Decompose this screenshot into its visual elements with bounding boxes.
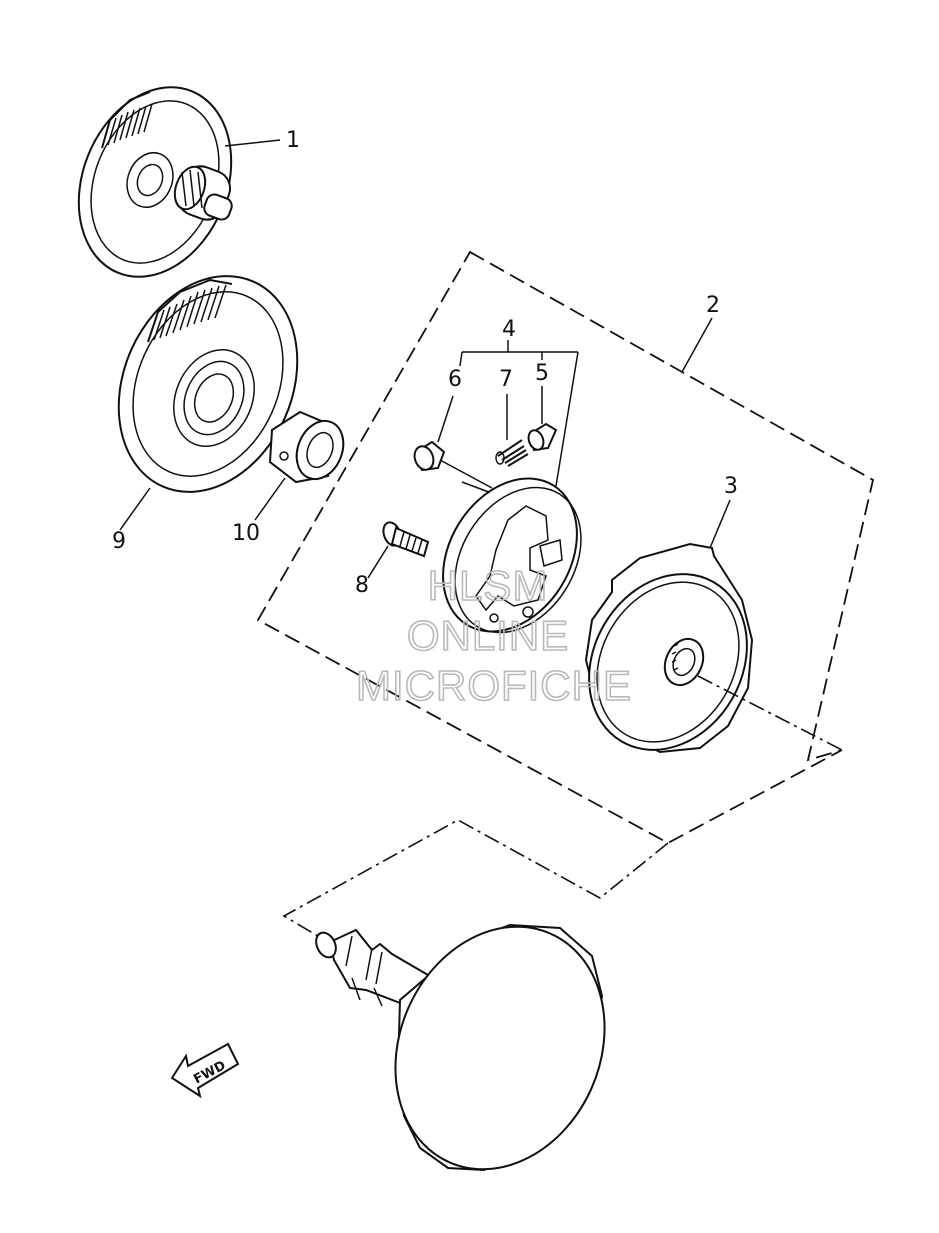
callout-9: 9 xyxy=(112,529,126,554)
gear-teeth-1 xyxy=(101,91,153,149)
part-10-collar[interactable] xyxy=(254,410,352,521)
callout-6: 6 xyxy=(448,367,462,392)
assembly-line xyxy=(282,819,669,943)
leader-2 xyxy=(681,317,713,373)
part-6-roller[interactable] xyxy=(411,395,495,495)
callout-1: 1 xyxy=(286,128,300,153)
gear-teeth-9 xyxy=(147,278,233,343)
callout-2: 2 xyxy=(706,293,720,318)
part-5-plunger[interactable] xyxy=(526,386,558,452)
part-8-screw[interactable] xyxy=(367,520,430,579)
callout-4-bracket xyxy=(459,340,579,487)
watermark: HLSM ONLINE MICROFICHE xyxy=(355,561,632,710)
watermark-line-1: HLSM xyxy=(428,562,549,609)
watermark-line-3: MICROFICHE xyxy=(356,662,632,709)
assembly-2-boundary xyxy=(256,250,875,845)
callout-4: 4 xyxy=(502,317,516,342)
callout-10: 10 xyxy=(232,521,260,546)
watermark-line-2: ONLINE xyxy=(407,612,569,659)
part-7-spring[interactable] xyxy=(495,394,529,467)
part-9-ring-gear[interactable] xyxy=(86,248,331,531)
part-4-clutch-plate[interactable] xyxy=(416,454,607,657)
callout-8: 8 xyxy=(355,573,369,598)
crankshaft-flywheel xyxy=(315,923,606,1172)
fwd-direction-arrow: FWD xyxy=(170,1042,240,1099)
callout-3: 3 xyxy=(724,474,738,499)
part-3-clutch-housing[interactable] xyxy=(558,499,843,779)
callout-7: 7 xyxy=(499,367,513,392)
callout-5: 5 xyxy=(535,361,549,386)
part-1-gear-shaft[interactable] xyxy=(52,64,281,300)
